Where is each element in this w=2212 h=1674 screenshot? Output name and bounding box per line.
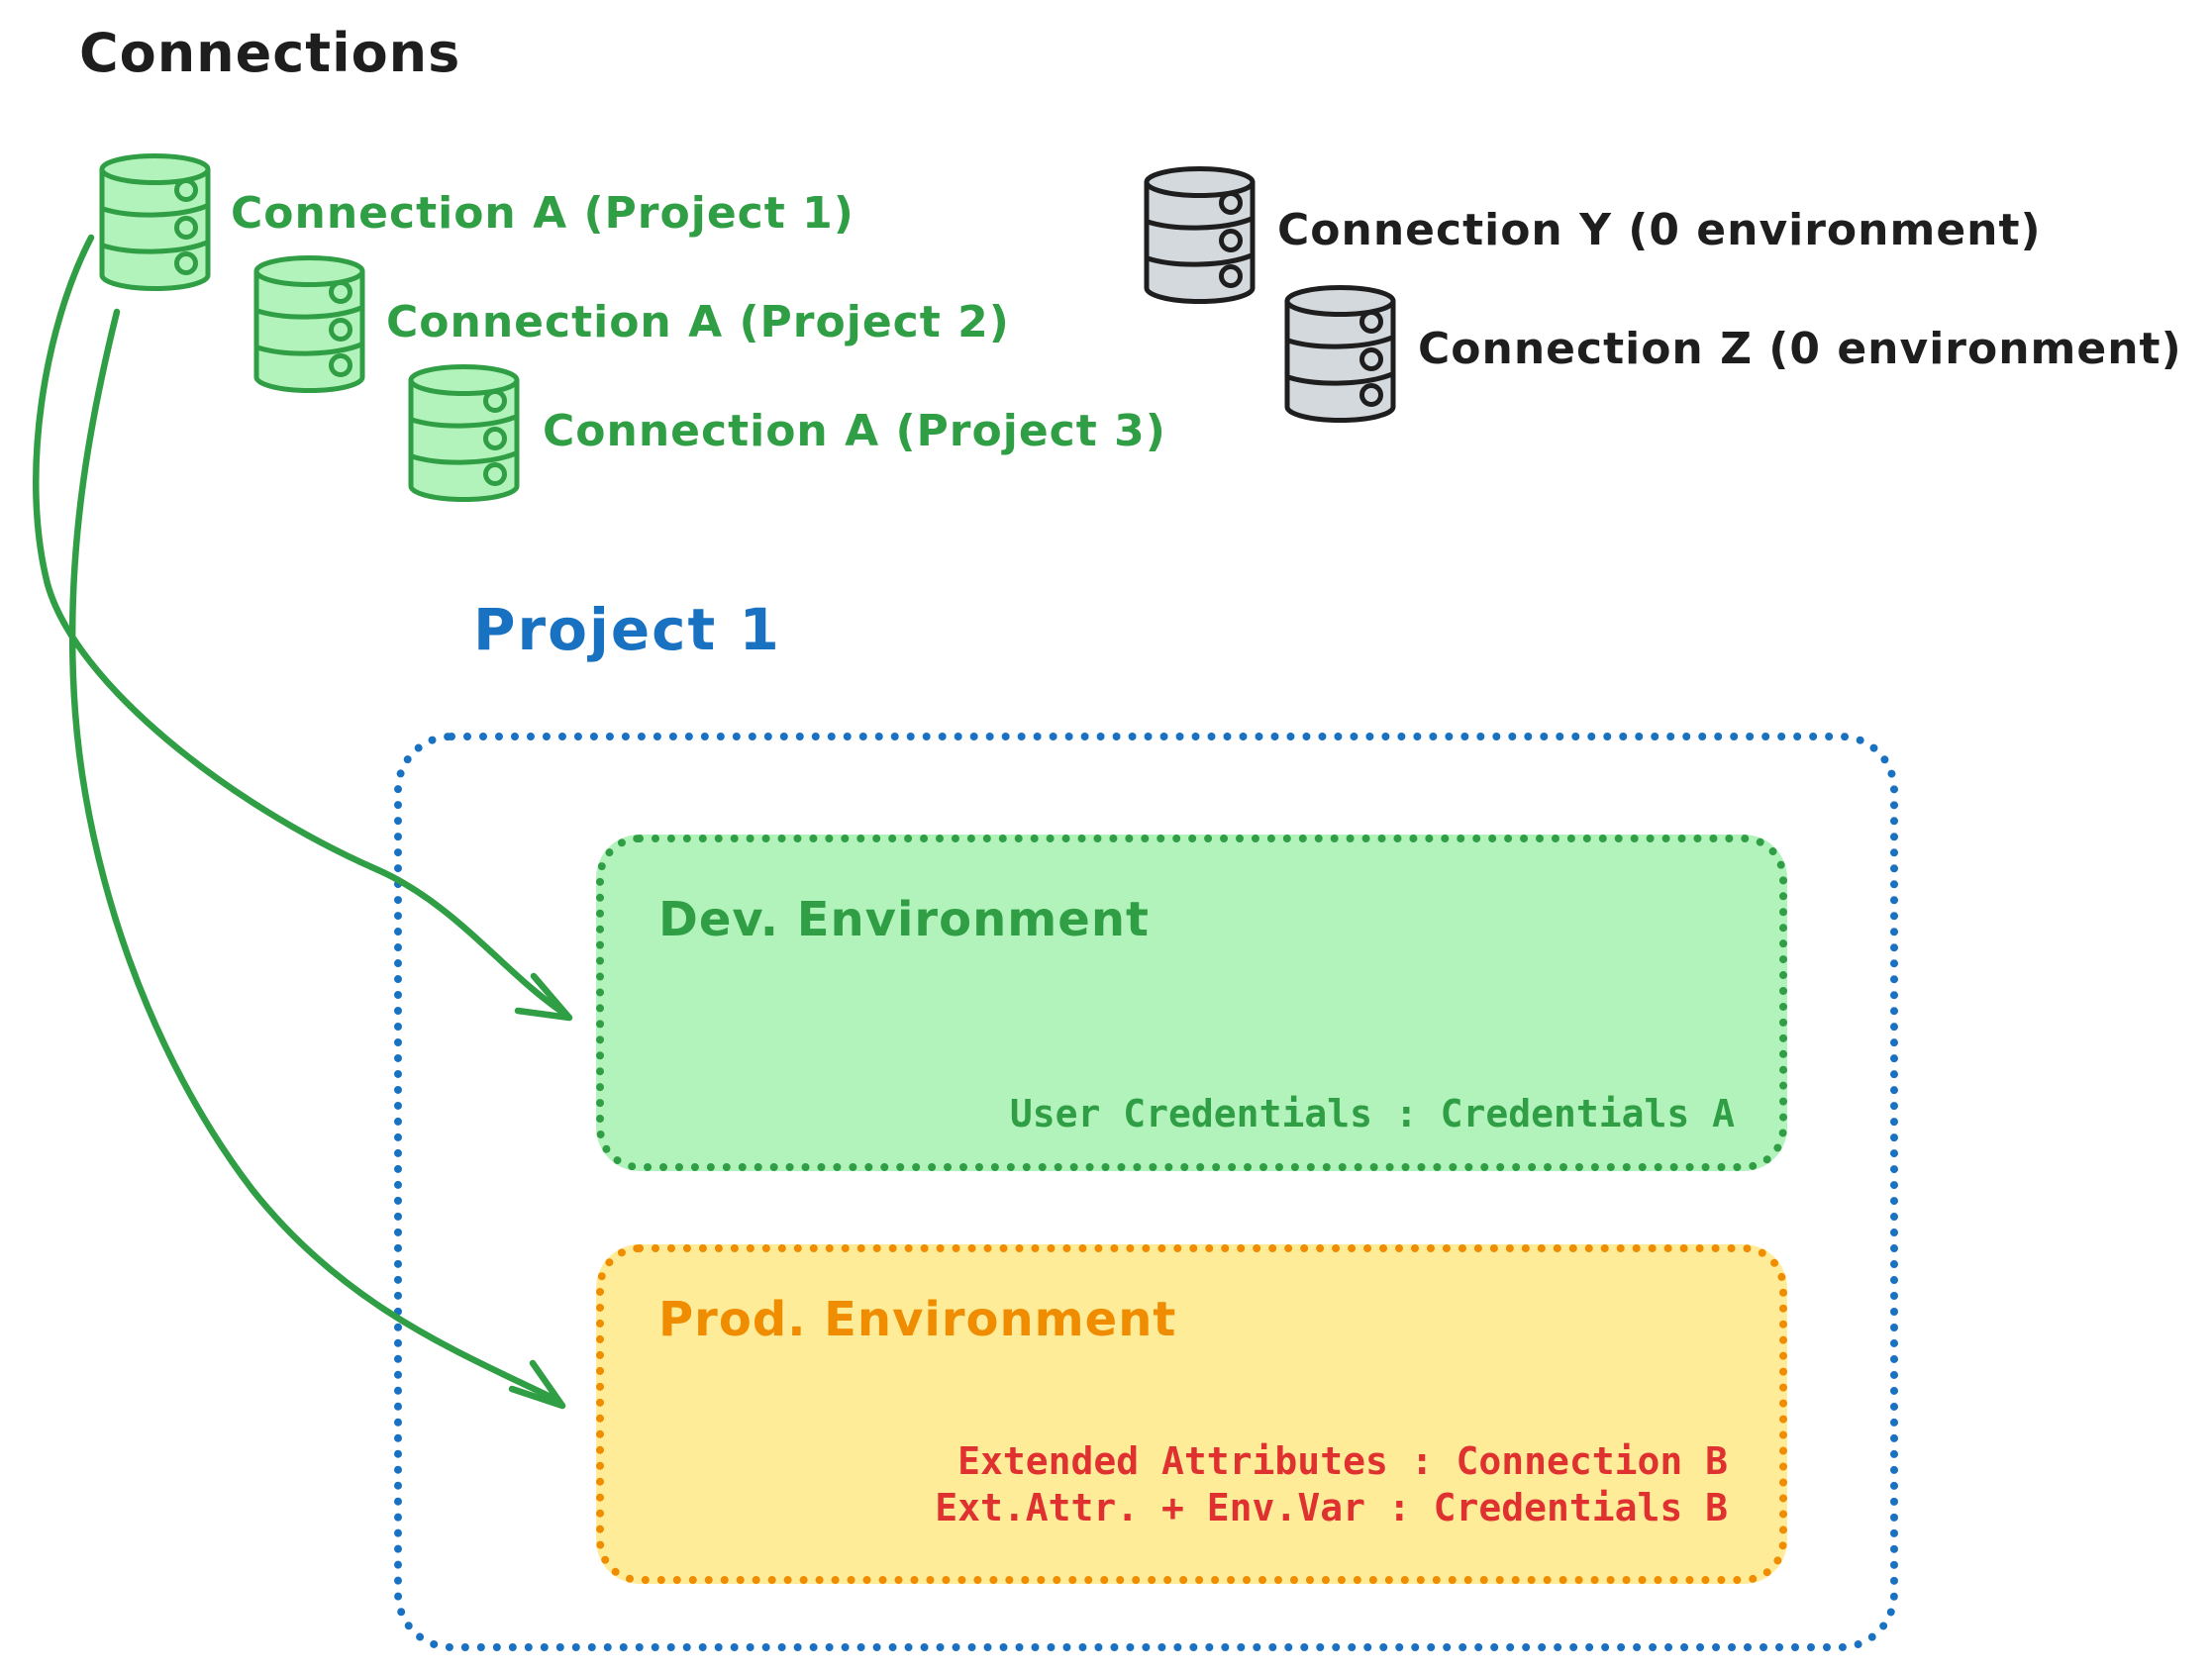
prod-environment-title: Prod. Environment: [658, 1292, 1177, 1347]
database-icon-connection-a-project-3: [411, 366, 517, 500]
page-title: Connections: [79, 22, 461, 84]
connection-a-project-1-label: Connection A (Project 1): [231, 188, 855, 239]
connection-y-label: Connection Y (0 environment): [1277, 205, 2042, 255]
prod-mapping-line-1: Extended Attributes : Connection B: [957, 1439, 1728, 1483]
database-icon-connection-a-project-2: [256, 257, 362, 391]
project-1-heading: Project 1: [473, 596, 781, 663]
database-icon-connection-y: [1147, 168, 1253, 302]
dev-credentials-text: User Credentials : Credentials A: [1009, 1092, 1735, 1135]
database-icon-connection-a-project-1: [102, 155, 208, 289]
dev-environment-box: Dev. Environment User Credentials : Cred…: [596, 835, 1787, 1171]
prod-environment-box: Prod. Environment Extended Attributes : …: [596, 1244, 1787, 1584]
connection-a-project-3-label: Connection A (Project 3): [543, 406, 1166, 456]
prod-mapping-line-2: Ext.Attr. + Env.Var : Credentials B: [935, 1486, 1728, 1529]
connection-a-project-2-label: Connection A (Project 2): [386, 297, 1010, 347]
database-icon-connection-z: [1287, 287, 1393, 421]
prod-mapping-text: Extended Attributes : Connection B Ext.A…: [935, 1438, 1728, 1531]
dev-environment-title: Dev. Environment: [658, 892, 1150, 947]
connection-z-label: Connection Z (0 environment): [1418, 324, 2182, 374]
